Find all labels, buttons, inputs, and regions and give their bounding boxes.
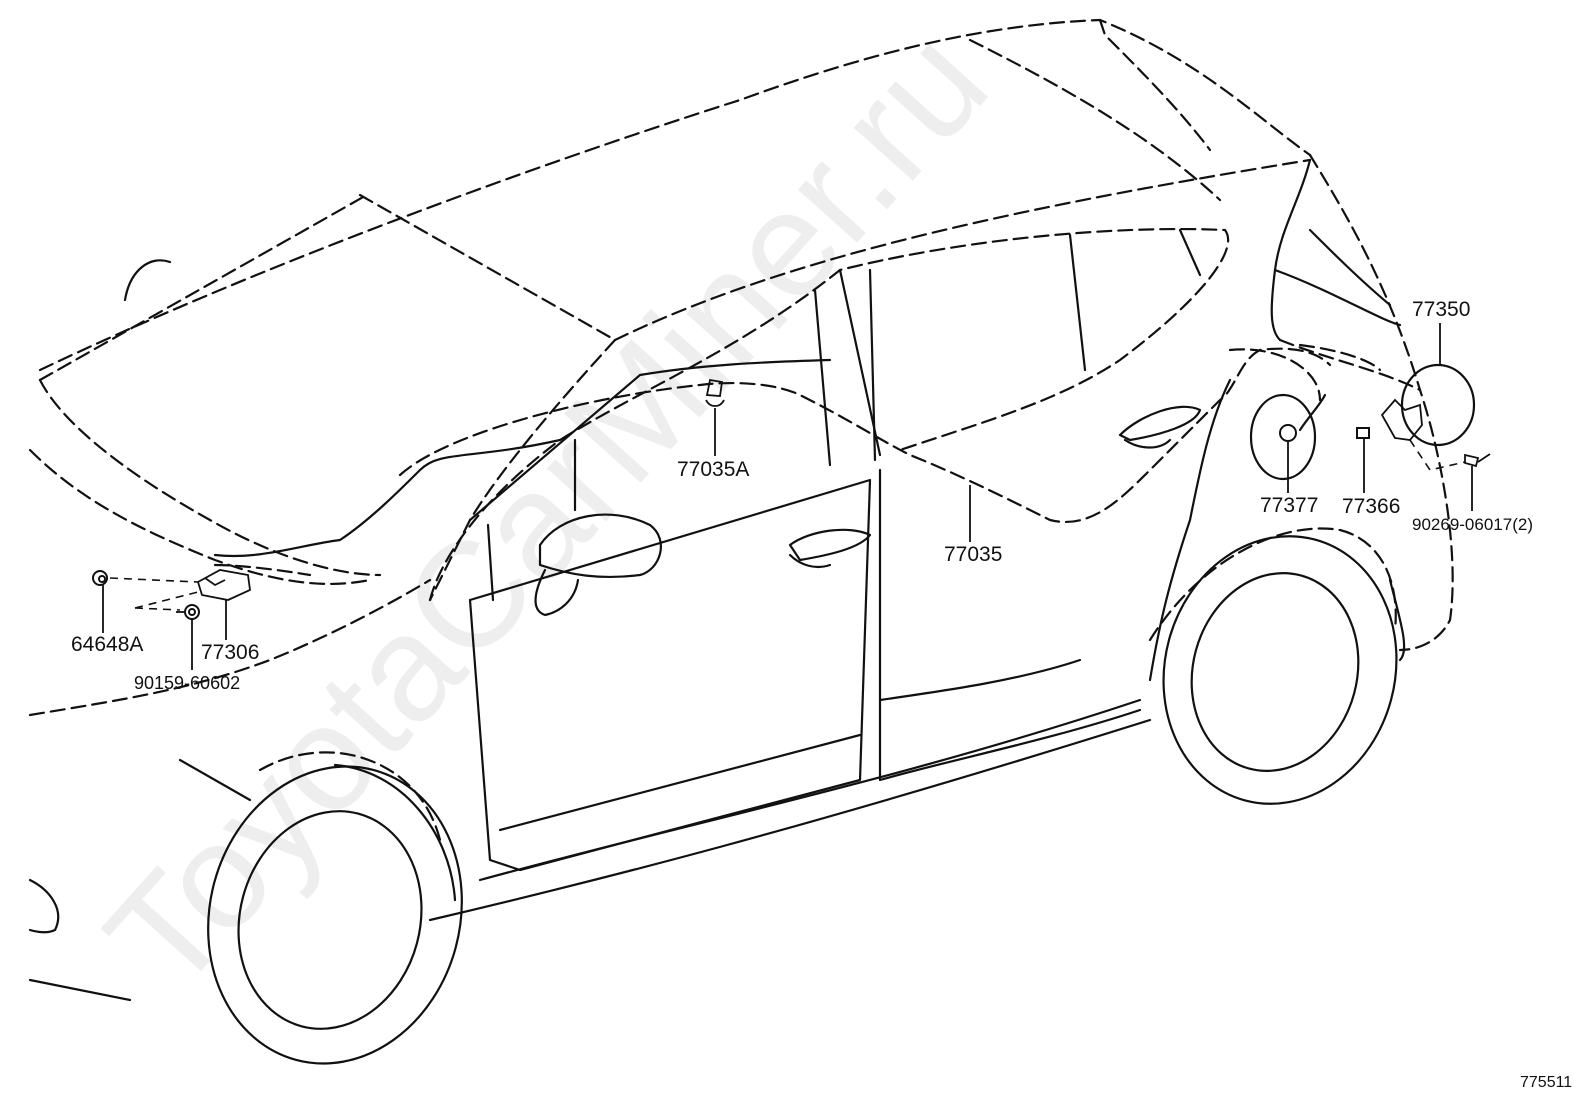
callout-77377: 77377: [1260, 494, 1318, 517]
fuel-lid-lock-cable-77035: [398, 347, 1332, 523]
fuel-lid-assembly: [1228, 343, 1491, 481]
spring-77366: [1356, 427, 1370, 439]
fuel-lid-hinge-77366: [1380, 398, 1423, 441]
opener-77306: [196, 569, 251, 601]
callout-77035A: 77035A: [677, 458, 749, 481]
callout-90269-06017: 90269-06017(2): [1412, 515, 1533, 534]
screw-90269: [1464, 453, 1480, 468]
callout-77035: 77035: [944, 543, 1002, 566]
fuel-lid-cushion-77377: [1279, 424, 1297, 442]
callout-77306: 77306: [201, 641, 259, 664]
watermark: ToyotaCarMiner.ru: [74, 0, 1019, 1021]
callout-77350: 77350: [1412, 298, 1470, 321]
callout-64648A: 64648A: [71, 633, 143, 656]
front-left-parts: [92, 563, 312, 620]
callout-77366: 77366: [1342, 495, 1400, 518]
leader-lines: [102, 323, 1473, 670]
fuel-lid-77350: [1400, 363, 1476, 447]
diagram-reference-number: 775511: [1520, 1074, 1572, 1091]
vehicle-outline: [28, 18, 1454, 1065]
callout-90159-60602: 90159-60602: [134, 673, 240, 693]
